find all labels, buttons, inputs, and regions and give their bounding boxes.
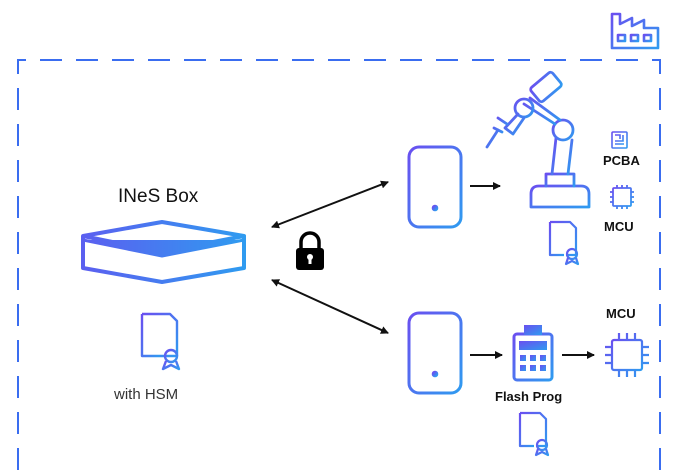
ines-box-title: INeS Box <box>118 186 199 207</box>
lock-icon <box>296 231 324 270</box>
flash-prog-label: Flash Prog <box>495 389 563 404</box>
certificate-icon-programmer <box>518 411 550 457</box>
factory-icon <box>610 12 660 50</box>
mcu-label-top: MCU <box>604 219 634 234</box>
mcu-label-bottom: MCU <box>606 306 636 321</box>
certificate-icon <box>140 312 181 371</box>
arrow-box-to-bottom-server <box>271 279 389 334</box>
certificate-icon-robot <box>548 220 580 266</box>
hsm-caption: with HSM <box>114 386 179 403</box>
pcb-icon <box>611 131 628 149</box>
server-icon-bottom <box>407 311 463 395</box>
flash-programmer-icon <box>512 325 554 382</box>
factory-boundary <box>17 59 661 470</box>
chip-icon-bottom <box>605 333 649 377</box>
robot-arm-icon <box>485 70 591 209</box>
server-icon-top <box>407 145 463 229</box>
chip-icon-top <box>610 185 634 209</box>
pcba-label: PCBA <box>603 153 640 168</box>
ines-box-icon <box>81 220 246 284</box>
arrow-box-to-top-server <box>271 180 389 229</box>
